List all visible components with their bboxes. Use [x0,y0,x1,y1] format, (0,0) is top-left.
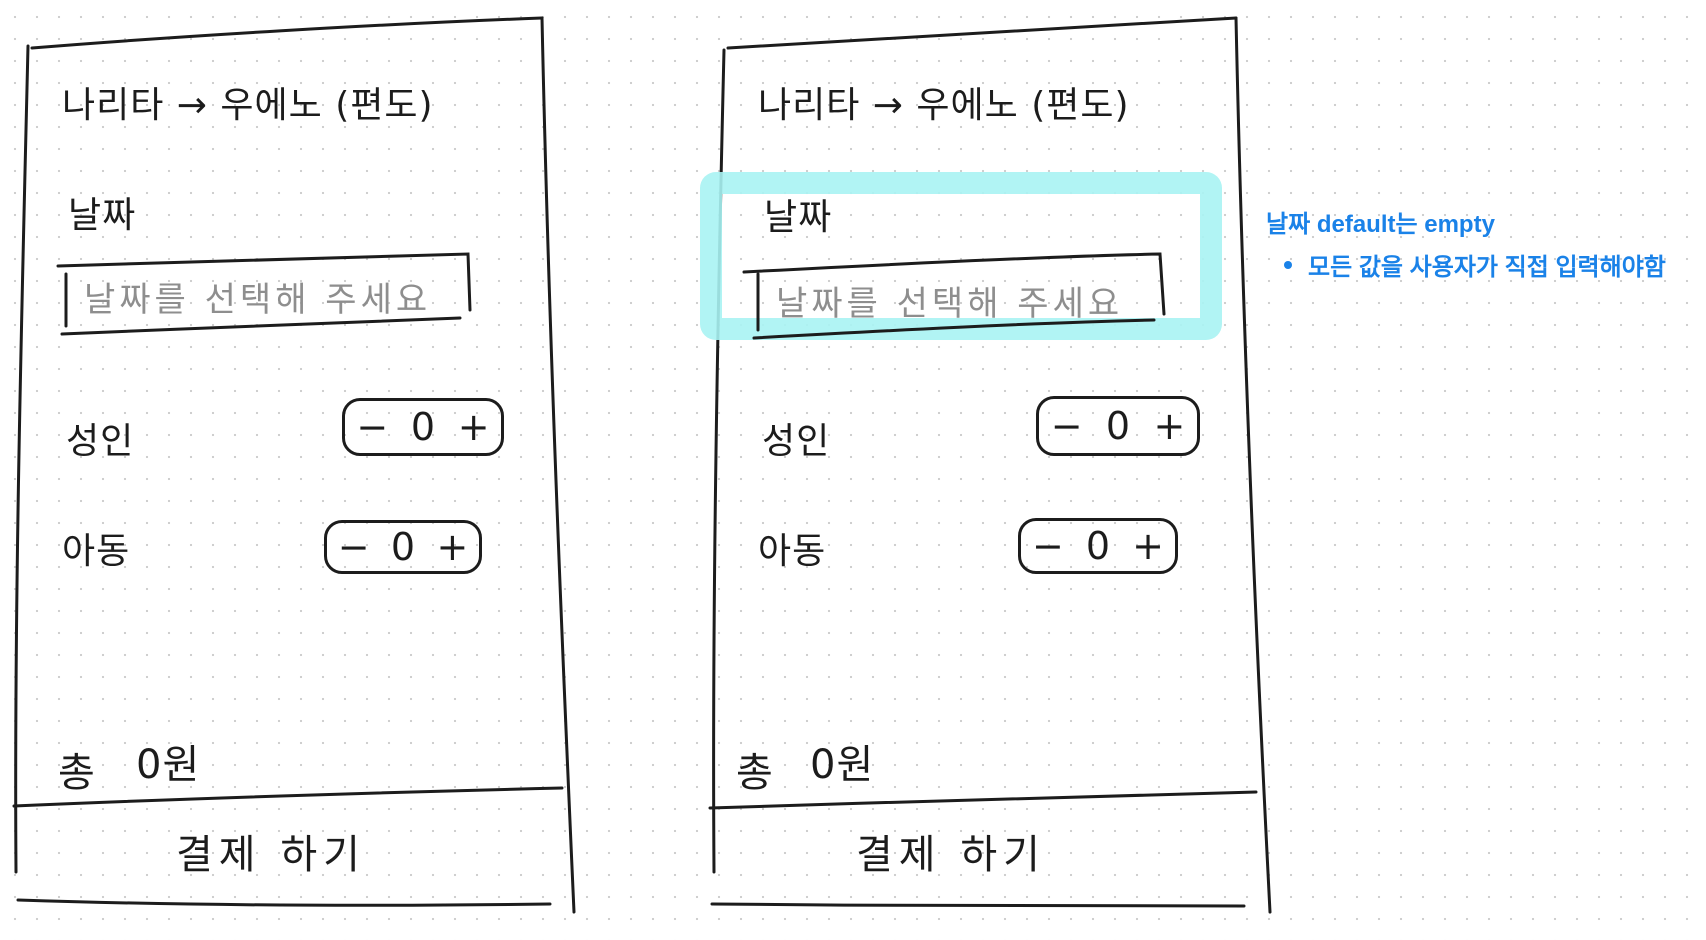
adult-minus-button[interactable]: − [1050,404,1083,448]
date-highlight [700,172,1222,340]
date-label: 날짜 [68,195,137,236]
total-prefix: 총 [58,750,96,796]
child-plus-button[interactable]: + [436,525,469,569]
child-minus-button[interactable]: − [1032,524,1064,568]
total-prefix: 총 [736,750,774,796]
total-amount: 0원 [810,742,875,788]
adult-stepper: − 0 + [342,398,504,456]
route-title: 나리타 → 우에노 (편도) [62,85,434,126]
pay-button[interactable]: 결제 하기 [856,832,1046,878]
child-label: 아동 [62,531,131,572]
child-count: 0 [1085,524,1111,568]
wireframe-screen-2: 나리타 → 우에노 (편도) 날짜 날짜를 선택해 주세요 성인 − 0 + 아… [696,0,1296,940]
adult-stepper: − 0 + [1036,396,1200,456]
adult-plus-button[interactable]: + [1153,404,1186,448]
date-input[interactable]: 날짜를 선택해 주세요 [776,284,1124,324]
screen-2-date-box [742,252,1166,340]
date-input[interactable]: 날짜를 선택해 주세요 [84,280,432,320]
annotation-note: 날짜 default는 empty 모든 값을 사용자가 직접 입력해야함 [1266,204,1666,282]
child-stepper: − 0 + [324,520,482,574]
wireframe-screen-1: 나리타 → 우에노 (편도) 날짜 날짜를 선택해 주세요 성인 − 0 + 아… [0,0,600,940]
child-minus-button[interactable]: − [337,525,370,569]
total-amount: 0원 [136,742,201,788]
bullet-icon [1284,260,1292,269]
adult-count: 0 [410,405,436,449]
date-label: 날짜 [764,197,833,238]
annotation-title: 날짜 default는 empty [1266,211,1495,238]
child-plus-button[interactable]: + [1132,524,1164,568]
screen-2-outline [708,16,1272,914]
adult-plus-button[interactable]: + [457,405,490,449]
annotation-bullet: 모든 값을 사용자가 직접 입력해야함 [1284,247,1666,282]
adult-count: 0 [1105,404,1131,448]
child-stepper: − 0 + [1018,518,1178,574]
child-count: 0 [390,525,416,569]
annotation-bullet-text: 모든 값을 사용자가 직접 입력해야함 [1308,254,1666,281]
adult-label: 성인 [66,421,135,462]
adult-minus-button[interactable]: − [356,405,389,449]
route-title: 나리타 → 우에노 (편도) [758,85,1130,126]
pay-button[interactable]: 결제 하기 [176,832,366,878]
adult-label: 성인 [762,421,831,462]
child-label: 아동 [758,531,827,572]
screen-1-outline [12,16,576,914]
